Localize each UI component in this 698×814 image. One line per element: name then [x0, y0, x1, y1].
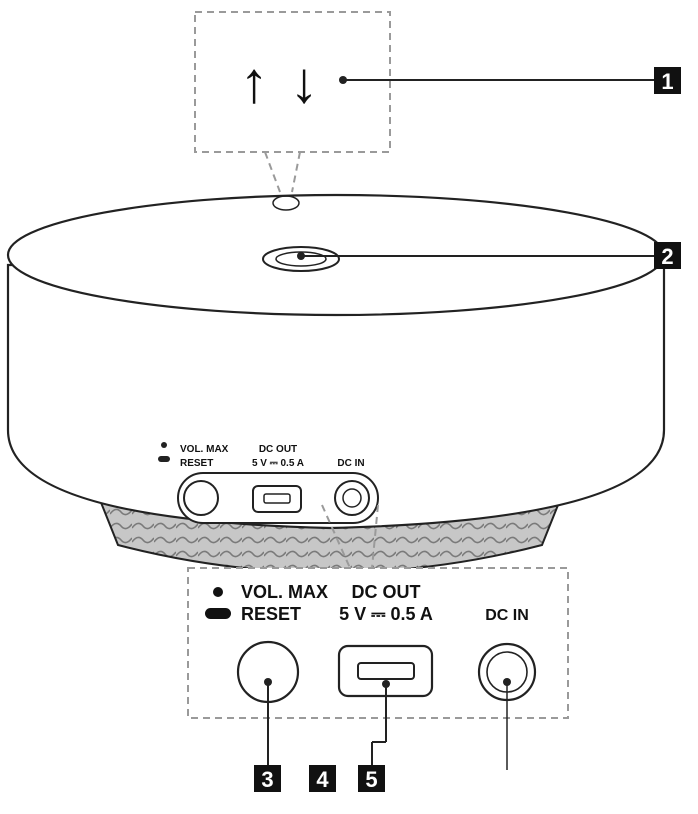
callout-4-number: 4 [316, 767, 329, 792]
down-arrow-icon: ↓ [290, 50, 319, 115]
body-reset-label: RESET [180, 458, 213, 469]
callout-3-box [254, 765, 281, 792]
port-zoom-panel: VOL. MAX RESET DC OUT 5 V ⎓ 0.5 A DC IN [187, 567, 569, 770]
body-usb-port [252, 485, 302, 513]
body-reset-pill [158, 456, 170, 462]
detail-connector-right [291, 151, 301, 193]
reset-pill-icon [205, 608, 231, 619]
body-dc-in-jack [334, 480, 370, 516]
body-dc-in-label: DC IN [337, 458, 364, 469]
body-dc-in-jack-inner [342, 488, 362, 508]
speaker-cylinder [6, 263, 666, 530]
callout-3-number: 3 [261, 767, 273, 792]
reset-label: RESET [241, 604, 301, 624]
dc-out-label: DC OUT [352, 582, 421, 602]
touch-volume-icon [272, 195, 300, 211]
callout-4-box [309, 765, 336, 792]
callout-4: 4 [309, 765, 336, 792]
callout-1-number: 1 [661, 69, 673, 94]
body-dc-out-label: DC OUT [259, 444, 297, 455]
body-vol-max-dot [161, 442, 167, 448]
body-usb-slot [263, 493, 291, 504]
dc-out-rating: 5 V ⎓ 0.5 A [339, 604, 433, 624]
dc-in-label: DC IN [485, 607, 529, 624]
vol-max-label: VOL. MAX [241, 582, 328, 602]
vol-max-dot-icon [213, 587, 223, 597]
body-port-strip [177, 472, 379, 524]
detail-connector-left [264, 151, 281, 193]
callout-5-box [358, 765, 385, 792]
callout-1-box [654, 67, 681, 94]
callout-2: 2 [654, 242, 681, 269]
zoom-connector-right [371, 504, 379, 569]
body-reset-button [183, 480, 219, 516]
callout-1: 1 [654, 67, 681, 94]
callout-3: 3 [254, 765, 281, 792]
up-arrow-icon: ↑ [240, 50, 269, 115]
center-button-outer [262, 246, 340, 272]
touch-detail-panel: ↑ ↓ [194, 11, 654, 193]
callout-5-number: 5 [365, 767, 377, 792]
usb-slot [357, 662, 415, 680]
callout-2-box [654, 242, 681, 269]
touch-detail-frame [194, 11, 391, 153]
callout-5: 5 [358, 765, 385, 792]
body-vol-max-label: VOL. MAX [180, 444, 229, 455]
body-dc-out-rating: 5 V ⎓ 0.5 A [252, 458, 304, 469]
callout-2-number: 2 [661, 244, 673, 269]
speaker-body: VOL. MAX RESET DC OUT 5 V ⎓ 0.5 A DC IN [6, 193, 666, 574]
body-port-panel: VOL. MAX RESET DC OUT 5 V ⎓ 0.5 A DC IN [158, 442, 379, 524]
